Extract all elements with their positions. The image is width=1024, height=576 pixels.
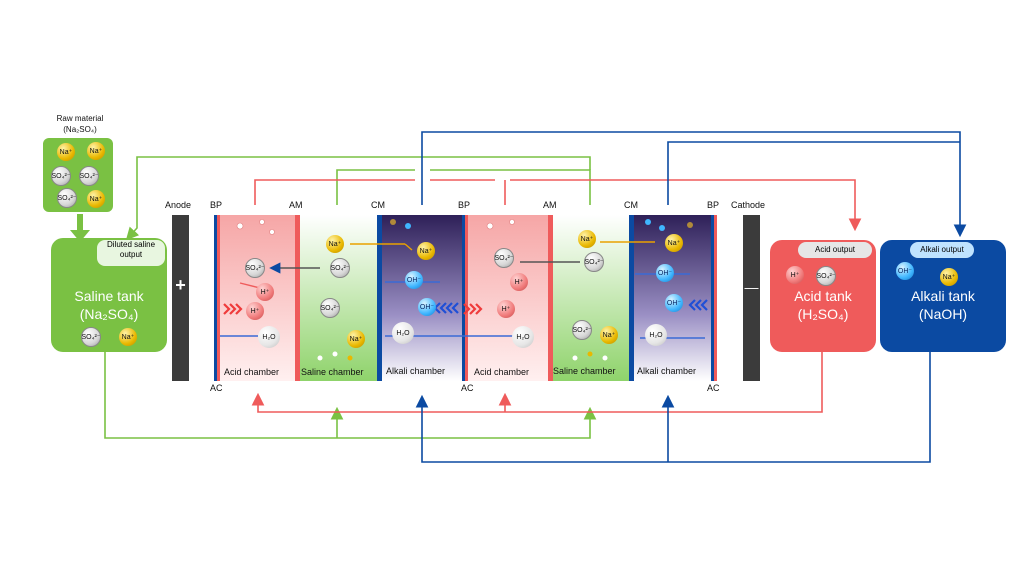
na-ion: Na⁺: [119, 328, 137, 346]
h2o-molecule: H₂O: [392, 322, 414, 344]
so4-ion: SO₄²⁻: [494, 248, 514, 268]
h-chevrons: [463, 303, 483, 315]
na-ion: Na⁺: [57, 143, 75, 161]
acid-chamber-label: Acid chamber: [224, 367, 280, 377]
saline-tank: Diluted saline output Saline tank (Na₂SO…: [51, 238, 167, 352]
so4-ion: SO₄²⁻: [57, 188, 77, 208]
bp-membrane-red: [217, 215, 220, 381]
h-ion: H⁺: [510, 273, 528, 291]
h-chevrons: [223, 303, 243, 315]
acid-output-label: Acid output: [798, 242, 872, 258]
ac-label: AC: [210, 383, 223, 393]
h-ion: H⁺: [786, 266, 804, 284]
am-label: AM: [543, 200, 557, 210]
na-ion: Na⁺: [87, 142, 105, 160]
anode-plus-symbol: +: [175, 275, 186, 295]
so4-ion: SO₄²⁻: [320, 298, 340, 318]
acid-chamber-label: Acid chamber: [474, 367, 530, 377]
alkali-tank-title: Alkali tank: [911, 288, 975, 304]
bp-membrane-blue: [214, 215, 217, 381]
na-ion: Na⁺: [347, 330, 365, 348]
na-ion: Na⁺: [578, 230, 596, 248]
ac-label: AC: [461, 383, 474, 393]
so4-ion: SO₄²⁻: [81, 327, 101, 347]
na-ion: Na⁺: [326, 235, 344, 253]
ac-membrane-blue: [711, 215, 714, 381]
acid-tank-formula: (H₂SO₄): [797, 306, 849, 322]
oh-ion: OH⁻: [665, 294, 683, 312]
saline-chamber-label: Saline chamber: [301, 367, 364, 377]
alkali-tank: Alkali output OH⁻ Na⁺ Alkali tank (NaOH): [880, 240, 1006, 352]
so4-ion: SO₄²⁻: [572, 320, 592, 340]
am-label: AM: [289, 200, 303, 210]
bp-label: BP: [707, 200, 720, 210]
alkali-output-label: Alkali output: [910, 242, 974, 258]
so4-ion: SO₄²⁻: [245, 258, 265, 278]
cm-membrane: [629, 215, 634, 381]
ac-label: AC: [707, 383, 720, 393]
h2o-molecule: H₂O: [512, 326, 534, 348]
so4-ion: SO₄²⁻: [584, 252, 604, 272]
h-ion: H⁺: [256, 283, 274, 301]
bp-label: BP: [458, 200, 471, 210]
saline-tank-title: Saline tank: [74, 288, 144, 304]
so4-ion: SO₄²⁻: [79, 166, 99, 186]
so4-ion: SO₄²⁻: [51, 166, 71, 186]
oh-chevrons: [688, 299, 708, 311]
so4-ion: SO₄²⁻: [816, 266, 836, 286]
h2o-molecule: H₂O: [645, 324, 667, 346]
oh-ion: OH⁻: [405, 271, 423, 289]
anode-electrode: +: [172, 215, 189, 381]
cathode-minus-symbol: —: [744, 279, 759, 295]
saline-chamber-label: Saline chamber: [553, 366, 616, 376]
am-membrane: [548, 215, 553, 381]
bubbles: [236, 219, 693, 361]
h2o-molecule: H₂O: [258, 326, 280, 348]
cm-membrane: [377, 215, 382, 381]
raw-material-label: Raw material (Na₂SO₄): [56, 114, 104, 134]
ac-membrane-red: [714, 215, 717, 381]
na-ion: Na⁺: [940, 268, 958, 286]
acid-chamber-2: [466, 215, 550, 381]
alkali-tank-formula: (NaOH): [918, 306, 968, 322]
raw-material-box: Na⁺ Na⁺ SO₄²⁻ SO₄²⁻ SO₄²⁻ Na⁺: [43, 138, 113, 212]
green-saline-loop: [104, 156, 597, 439]
oh-ion: OH⁻: [656, 264, 674, 282]
saline-tank-formula: (Na₂SO₄): [79, 306, 139, 322]
acid-chamber-1: [215, 215, 297, 381]
cathode-label: Cathode: [731, 200, 766, 210]
anode-label: Anode: [165, 200, 192, 210]
so4-ion: SO₄²⁻: [330, 258, 350, 278]
diluted-saline-output-label: Diluted saline output: [97, 240, 165, 266]
h-ion: H⁺: [497, 300, 515, 318]
alkali-chamber-1: [379, 215, 464, 381]
bp-label: BP: [210, 200, 223, 210]
bp-membrane-blue: [462, 215, 465, 381]
am-membrane: [295, 215, 300, 381]
alkali-chamber-label: Alkali chamber: [386, 366, 446, 376]
na-ion: Na⁺: [87, 190, 105, 208]
cathode-electrode: —: [743, 215, 760, 381]
red-acid-loop: [251, 179, 862, 413]
blue-alkali-loop: [415, 131, 967, 463]
na-ion: Na⁺: [600, 326, 618, 344]
oh-ion: OH⁻: [418, 298, 436, 316]
acid-tank-title: Acid tank: [794, 288, 852, 304]
na-ion: Na⁺: [665, 234, 683, 252]
acid-tank: Acid output H⁺ SO₄²⁻ Acid tank (H₂SO₄): [770, 240, 876, 352]
bp-membrane-red: [465, 215, 468, 381]
cm-label: CM: [371, 200, 385, 210]
alkali-chamber-label: Alkali chamber: [637, 366, 697, 376]
h-ion: H⁺: [246, 302, 264, 320]
cm-label: CM: [624, 200, 638, 210]
na-ion: Na⁺: [417, 242, 435, 260]
oh-ion: OH⁻: [896, 262, 914, 280]
